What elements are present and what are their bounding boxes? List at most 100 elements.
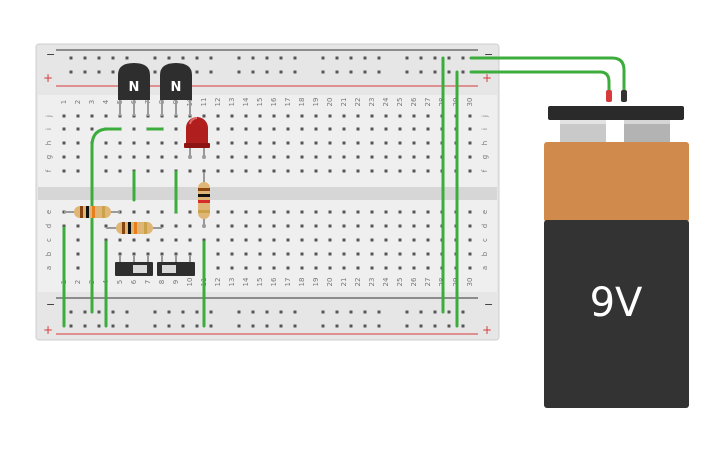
terminal-hole[interactable] xyxy=(398,224,402,228)
terminal-hole[interactable] xyxy=(160,169,164,173)
rail-hole[interactable] xyxy=(461,310,465,314)
terminal-hole[interactable] xyxy=(314,169,318,173)
rail-hole[interactable] xyxy=(433,324,437,328)
terminal-hole[interactable] xyxy=(356,266,360,270)
rail-hole[interactable] xyxy=(377,310,381,314)
terminal-hole[interactable] xyxy=(244,141,248,145)
terminal-hole[interactable] xyxy=(356,155,360,159)
rail-hole[interactable] xyxy=(321,310,325,314)
terminal-hole[interactable] xyxy=(104,141,108,145)
terminal-hole[interactable] xyxy=(258,238,262,242)
terminal-hole[interactable] xyxy=(300,210,304,214)
terminal-hole[interactable] xyxy=(356,169,360,173)
terminal-hole[interactable] xyxy=(76,238,80,242)
rail-hole[interactable] xyxy=(321,70,325,74)
terminal-hole[interactable] xyxy=(174,224,178,228)
terminal-hole[interactable] xyxy=(412,266,416,270)
terminal-hole[interactable] xyxy=(468,127,472,131)
rail-hole[interactable] xyxy=(209,310,213,314)
terminal-hole[interactable] xyxy=(314,266,318,270)
terminal-hole[interactable] xyxy=(244,155,248,159)
terminal-hole[interactable] xyxy=(300,141,304,145)
rail-hole[interactable] xyxy=(265,324,269,328)
terminal-hole[interactable] xyxy=(174,252,178,256)
terminal-hole[interactable] xyxy=(104,224,108,228)
terminal-hole[interactable] xyxy=(118,169,122,173)
terminal-hole[interactable] xyxy=(300,114,304,118)
terminal-hole[interactable] xyxy=(244,114,248,118)
terminal-hole[interactable] xyxy=(398,114,402,118)
rail-hole[interactable] xyxy=(265,56,269,60)
terminal-hole[interactable] xyxy=(384,238,388,242)
terminal-hole[interactable] xyxy=(328,224,332,228)
terminal-hole[interactable] xyxy=(300,155,304,159)
terminal-hole[interactable] xyxy=(62,224,66,228)
terminal-hole[interactable] xyxy=(272,127,276,131)
terminal-hole[interactable] xyxy=(342,169,346,173)
rail-hole[interactable] xyxy=(419,70,423,74)
rail-hole[interactable] xyxy=(461,70,465,74)
resistor-2[interactable] xyxy=(106,222,162,234)
terminal-hole[interactable] xyxy=(286,114,290,118)
terminal-hole[interactable] xyxy=(244,224,248,228)
terminal-hole[interactable] xyxy=(300,127,304,131)
rail-hole[interactable] xyxy=(405,56,409,60)
terminal-hole[interactable] xyxy=(258,114,262,118)
rail-hole[interactable] xyxy=(209,324,213,328)
terminal-hole[interactable] xyxy=(468,155,472,159)
terminal-hole[interactable] xyxy=(412,127,416,131)
rail-hole[interactable] xyxy=(237,324,241,328)
rail-hole[interactable] xyxy=(69,324,73,328)
terminal-hole[interactable] xyxy=(62,127,66,131)
terminal-hole[interactable] xyxy=(426,114,430,118)
terminal-hole[interactable] xyxy=(104,169,108,173)
terminal-hole[interactable] xyxy=(370,238,374,242)
terminal-hole[interactable] xyxy=(426,141,430,145)
transistor-1[interactable]: N xyxy=(118,63,150,116)
rail-hole[interactable] xyxy=(237,310,241,314)
rail-hole[interactable] xyxy=(251,56,255,60)
rail-hole[interactable] xyxy=(363,324,367,328)
rail-hole[interactable] xyxy=(419,56,423,60)
rail-hole[interactable] xyxy=(461,56,465,60)
terminal-hole[interactable] xyxy=(230,141,234,145)
terminal-hole[interactable] xyxy=(314,127,318,131)
terminal-hole[interactable] xyxy=(342,266,346,270)
terminal-hole[interactable] xyxy=(328,141,332,145)
terminal-hole[interactable] xyxy=(76,252,80,256)
terminal-hole[interactable] xyxy=(286,127,290,131)
rail-hole[interactable] xyxy=(69,56,73,60)
terminal-hole[interactable] xyxy=(300,252,304,256)
terminal-hole[interactable] xyxy=(216,238,220,242)
terminal-hole[interactable] xyxy=(258,210,262,214)
terminal-hole[interactable] xyxy=(174,155,178,159)
terminal-hole[interactable] xyxy=(230,238,234,242)
terminal-hole[interactable] xyxy=(328,266,332,270)
rail-hole[interactable] xyxy=(349,310,353,314)
terminal-hole[interactable] xyxy=(468,266,472,270)
terminal-hole[interactable] xyxy=(370,114,374,118)
led[interactable] xyxy=(184,116,210,158)
terminal-hole[interactable] xyxy=(104,238,108,242)
rail-hole[interactable] xyxy=(321,324,325,328)
terminal-hole[interactable] xyxy=(244,169,248,173)
terminal-hole[interactable] xyxy=(272,252,276,256)
terminal-hole[interactable] xyxy=(272,114,276,118)
terminal-hole[interactable] xyxy=(398,127,402,131)
terminal-hole[interactable] xyxy=(328,210,332,214)
terminal-hole[interactable] xyxy=(244,252,248,256)
terminal-hole[interactable] xyxy=(286,266,290,270)
terminal-hole[interactable] xyxy=(244,238,248,242)
rail-hole[interactable] xyxy=(279,310,283,314)
switch-2-slider[interactable] xyxy=(162,265,176,273)
rail-hole[interactable] xyxy=(447,70,451,74)
rail-hole[interactable] xyxy=(377,56,381,60)
rail-hole[interactable] xyxy=(125,56,129,60)
terminal-hole[interactable] xyxy=(244,210,248,214)
wire-bent-to-transistor[interactable] xyxy=(90,127,122,314)
terminal-hole[interactable] xyxy=(412,210,416,214)
terminal-hole[interactable] xyxy=(398,266,402,270)
terminal-hole[interactable] xyxy=(118,238,122,242)
terminal-hole[interactable] xyxy=(328,252,332,256)
terminal-hole[interactable] xyxy=(76,141,80,145)
